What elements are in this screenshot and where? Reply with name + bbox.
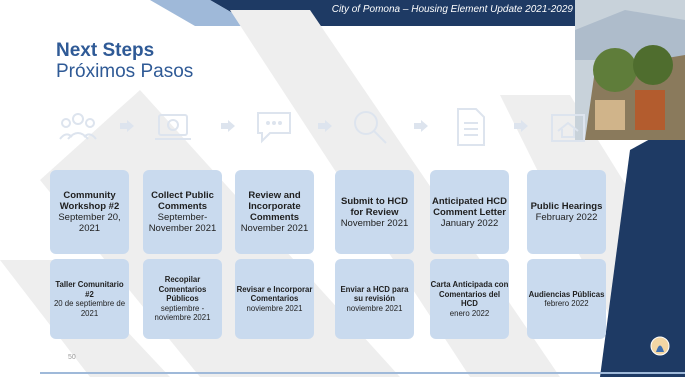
arrow-right-icon	[221, 120, 235, 132]
step-date: septiembre - noviembre 2021	[154, 303, 211, 323]
people-icon	[59, 113, 97, 140]
step-date: noviembre 2021	[246, 303, 303, 313]
step-title: Community Workshop #2	[59, 190, 120, 212]
step-title: Taller Comunitario #2	[55, 280, 124, 299]
step-date: 20 de septiembre de 2021	[53, 299, 126, 318]
city-seal-icon	[647, 333, 673, 359]
arrow-right-icon	[514, 120, 528, 132]
step-title: Revisar e Incorporar Comentarios	[236, 284, 313, 304]
step-title: Review and Incorporate Comments	[248, 190, 301, 223]
step-box-es: Audiencias Públicas febrero 2022	[527, 259, 606, 339]
header-banner	[210, 0, 685, 26]
step-box-es: Recopilar Comentarios Públicos septiembr…	[143, 259, 222, 339]
step-box-en: Public Hearings February 2022	[527, 170, 606, 254]
page-title: Next Steps	[56, 40, 155, 61]
arrow-right-icon	[414, 120, 428, 132]
laptop-icon	[155, 114, 191, 140]
step-box-es: Carta Anticipada con Comentarios del HCD…	[430, 259, 509, 339]
step-title: Anticipated HCD Comment Letter	[432, 195, 507, 218]
step-box-en: Review and Incorporate Comments November…	[235, 170, 314, 254]
step-date: September-November 2021	[148, 212, 217, 234]
step-date: November 2021	[340, 217, 409, 229]
step-title: Carta Anticipada con Comentarios del HCD	[430, 280, 509, 308]
header-banner-text: City of Pomona – Housing Element Update …	[331, 4, 573, 15]
step-title: Recopilar Comentarios Públicos	[158, 275, 207, 304]
arrow-right-icon	[120, 120, 134, 132]
step-title: Public Hearings	[530, 201, 603, 212]
step-date: November 2021	[240, 223, 309, 234]
step-date: September 20, 2021	[58, 212, 121, 234]
header-accent	[150, 0, 255, 26]
step-date: February 2022	[535, 212, 598, 223]
city-street-photo	[575, 0, 685, 140]
page-number: 50	[68, 354, 76, 361]
page-subtitle: Próximos Pasos	[56, 61, 194, 82]
step-date: January 2022	[440, 217, 499, 229]
step-title: Collect Public Comments	[151, 190, 214, 212]
step-title: Audiencias Públicas	[528, 289, 605, 299]
arrow-right-icon	[318, 120, 332, 132]
step-date: febrero 2022	[544, 299, 589, 308]
chat-icon	[257, 112, 291, 144]
step-box-es: Taller Comunitario #2 20 de septiembre d…	[50, 259, 129, 339]
step-box-es: Enviar a HCD para su revisión noviembre …	[335, 259, 414, 339]
step-date: enero 2022	[449, 308, 490, 318]
corner-shape-right	[600, 120, 685, 377]
document-icon	[457, 108, 485, 146]
step-box-en: Anticipated HCD Comment Letter January 2…	[430, 170, 509, 254]
step-title: Submit to HCD for Review	[340, 195, 409, 218]
step-box-es: Revisar e Incorporar Comentarios noviemb…	[235, 259, 314, 339]
step-box-en: Community Workshop #2 September 20, 2021	[50, 170, 129, 254]
step-date: noviembre 2021	[346, 303, 403, 313]
step-box-en: Submit to HCD for Review November 2021	[335, 170, 414, 254]
step-box-en: Collect Public Comments September-Novemb…	[143, 170, 222, 254]
magnifier-icon	[354, 111, 387, 144]
house-icon	[551, 114, 585, 142]
step-title: Enviar a HCD para su revisión	[340, 284, 409, 304]
